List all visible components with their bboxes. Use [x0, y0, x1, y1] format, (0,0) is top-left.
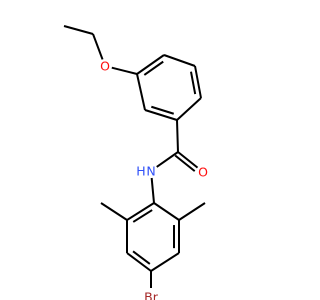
bond-c-ring1-b-c-ring1-c: [163, 54, 196, 67]
bond-c-carbonyl-o-carbonyl: [177, 151, 199, 169]
structure-diagram: O O NH Br: [63, 25, 208, 300]
bond-second-c-carbonyl-o-carbonyl: [174, 154, 196, 172]
atom-label-o-carbonyl: O: [198, 165, 208, 180]
bond-c-ring1-a-c-ring1-b: [136, 54, 165, 75]
bond-c-ring1-e-c-ring1-f: [144, 109, 178, 121]
bond-inner-c-ring2-a-c-ring2-b: [132, 209, 153, 223]
bond-c-carbonyl-n-amide: [156, 151, 179, 168]
bond-o-ether-c-ring1-a: [111, 66, 138, 75]
bond-inner-c-ring1-a-c-ring1-b: [143, 60, 164, 76]
bond-c-ethyl-ch2-o-ether: [92, 33, 104, 60]
bond-inner-c-ring1-c-c-ring1-d: [189, 71, 197, 95]
bond-c-ring1-e-c-carbonyl: [176, 119, 179, 153]
bond-c-ring1-d-c-ring1-e: [176, 97, 202, 121]
atom-label-h-amide: H: [136, 164, 145, 179]
bond-inner-c-ring2-c-c-ring2-d: [132, 250, 151, 265]
atom-label-n-amide: N: [146, 164, 155, 179]
bond-c-ring2-f-c-methyl-right: [178, 202, 206, 221]
bond-c-ethyl-ch3-c-ethyl-ch2: [63, 25, 94, 35]
bond-c-ring2-f-c-ring2-a: [153, 202, 180, 221]
bond-c-ring2-a-c-ring2-b: [126, 202, 155, 221]
bond-c-ring2-d-c-ring2-e: [150, 252, 180, 272]
bond-inner-c-ring1-e-c-ring1-f: [151, 105, 175, 115]
bond-c-ring2-b-c-methyl-left: [100, 202, 128, 221]
atom-label-o-ether: O: [100, 59, 110, 74]
atom-label-br: Br: [144, 290, 159, 300]
bond-c-ring2-c-c-ring2-d: [126, 252, 152, 272]
bond-n-amide-c-ring2-a: [150, 177, 155, 204]
bond-c-ring1-f-c-ring1-a: [136, 73, 146, 111]
bond-c-ring1-c-c-ring1-d: [194, 65, 202, 99]
